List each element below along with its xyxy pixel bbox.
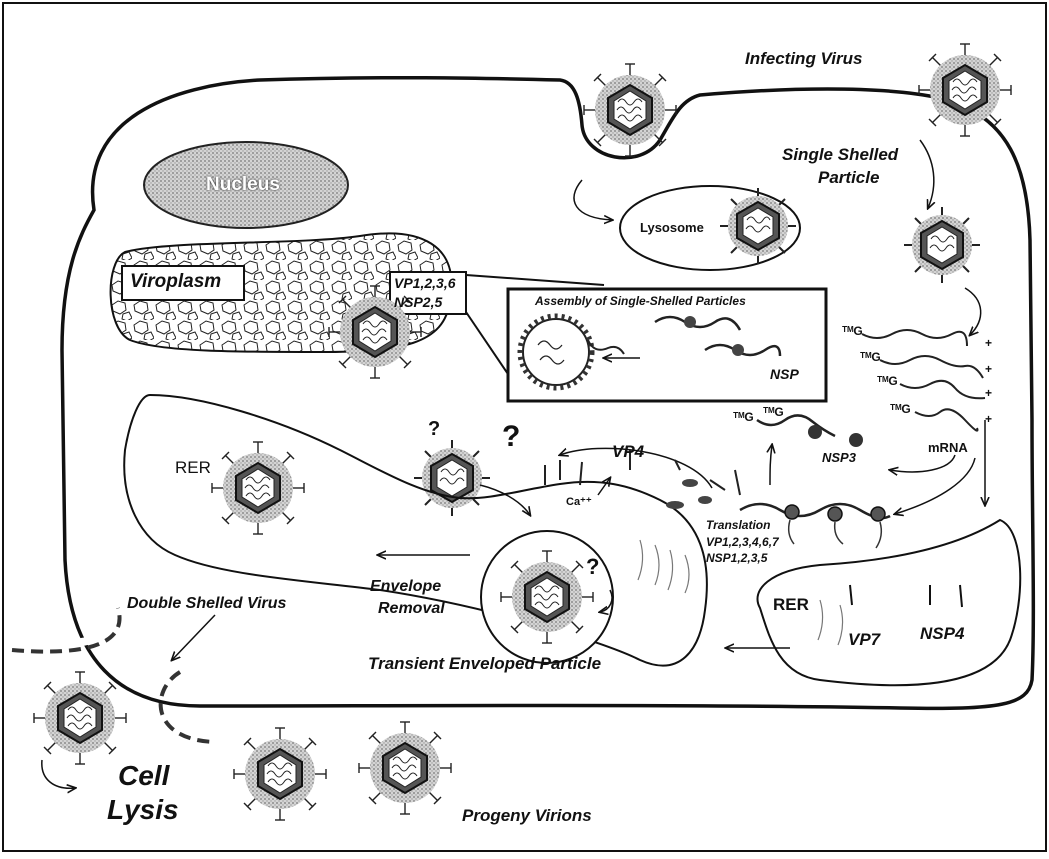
label-double-shelled: Double Shelled Virus	[127, 595, 286, 613]
arrow-to-lysosome	[574, 180, 612, 220]
rer-left	[124, 395, 707, 666]
progeny-virion-1	[234, 728, 326, 820]
label-vp-box: VP1,2,3,6	[394, 275, 456, 291]
single-shelled-particle	[904, 207, 980, 283]
label-cap-5: ᵀᴹG	[733, 410, 754, 424]
virion-released	[34, 672, 126, 764]
label-progeny: Progeny Virions	[462, 806, 592, 826]
label-lysis: Lysis	[107, 794, 179, 826]
label-question-1: ?	[428, 418, 440, 441]
label-single-shelled: Single Shelled	[782, 145, 898, 165]
label-rer-left: RER	[175, 458, 211, 478]
label-cap-2: ᵀᴹG	[860, 350, 881, 364]
label-plus-4: +	[985, 412, 992, 426]
enveloped-core	[501, 551, 593, 643]
label-plus-2: +	[985, 362, 992, 376]
label-vp7: VP7	[848, 630, 880, 650]
arrow-ca	[598, 478, 610, 495]
mrna-4	[915, 409, 978, 430]
label-plus-1: +	[985, 336, 992, 350]
label-translation-vp: VP1,2,3,4,6,7	[706, 535, 779, 549]
arrow-up-translation	[770, 445, 772, 485]
label-infecting-virus: Infecting Virus	[745, 49, 862, 69]
label-removal: Removal	[378, 600, 445, 618]
label-cap-6: ᵀᴹG	[763, 405, 784, 419]
vp4-ellipses	[666, 479, 712, 509]
arrow-release	[172, 615, 215, 660]
label-ca: Ca⁺⁺	[566, 495, 592, 508]
assembly-core-particle	[520, 316, 592, 388]
label-cell: Cell	[118, 760, 169, 792]
ribosomes	[785, 505, 885, 521]
label-envelope: Envelope	[370, 578, 441, 596]
zoom-line-bottom	[466, 312, 512, 380]
arrow-to-transcription	[965, 288, 981, 335]
particle-at-er	[414, 440, 490, 516]
label-cap-3: ᵀᴹG	[877, 374, 898, 388]
nsp3-protein-2	[849, 433, 863, 447]
label-nsp-box: NSP2,5	[394, 294, 442, 310]
label-nsp4: NSP4	[920, 624, 964, 644]
label-nsp3: NSP3	[822, 450, 856, 465]
figure-border	[3, 3, 1046, 851]
nsp4-anchors	[850, 585, 962, 607]
arrow-to-envelope	[480, 485, 530, 515]
virion-infecting	[919, 44, 1011, 136]
arrow-to-nsp3	[890, 455, 955, 472]
label-cap-1: ᵀᴹG	[842, 324, 863, 338]
assembly-protein-2	[732, 344, 744, 356]
label-translation: Translation	[706, 518, 770, 532]
virion-in-rer	[212, 442, 304, 534]
mrna-3	[900, 381, 985, 398]
assembly-protein-1	[684, 316, 696, 328]
arrow-uncoating	[920, 140, 934, 208]
label-rer-right: RER	[773, 595, 809, 615]
label-nsp: NSP	[770, 366, 799, 382]
zoom-line-top	[466, 275, 604, 285]
label-nucleus: Nucleus	[206, 174, 280, 196]
label-cap-4: ᵀᴹG	[890, 402, 911, 416]
label-transient: Transient Enveloped Particle	[368, 654, 601, 674]
label-translation-nsp: NSP1,2,3,5	[706, 551, 767, 565]
label-vp4: VP4	[612, 442, 644, 462]
lysosome-particle	[720, 188, 796, 264]
label-lysosome: Lysosome	[640, 220, 704, 235]
label-question-2: ?	[502, 420, 520, 454]
arrow-to-translation	[895, 458, 975, 514]
label-viroplasm: Viroplasm	[130, 271, 221, 293]
label-assembly-title: Assembly of Single-Shelled Particles	[535, 294, 746, 308]
polysome-mrna	[740, 504, 890, 518]
progeny-virion-2	[359, 722, 451, 814]
mrna-1	[862, 330, 967, 346]
label-particle: Particle	[818, 168, 879, 188]
arrow-lysis	[42, 760, 75, 788]
label-question-3: ?	[586, 554, 599, 580]
label-mrna: mRNA	[928, 440, 968, 455]
label-plus-3: +	[985, 386, 992, 400]
virion-entering	[584, 64, 676, 156]
nsp3-protein-1	[808, 425, 822, 439]
